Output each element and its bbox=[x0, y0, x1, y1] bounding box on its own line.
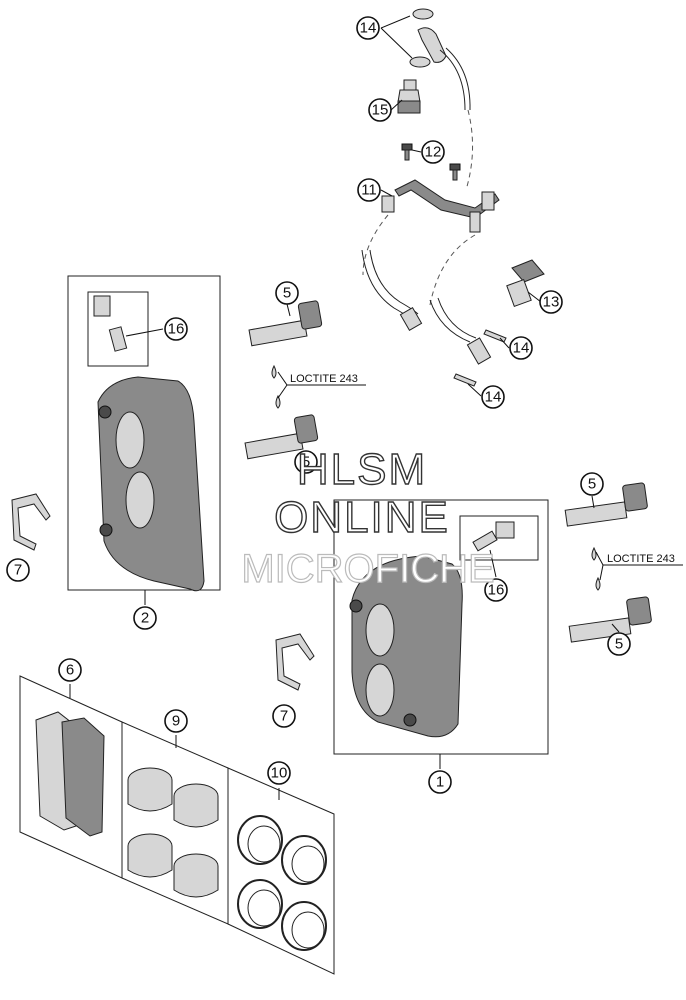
screw-12 bbox=[401, 143, 461, 181]
caliper-box-left bbox=[67, 275, 221, 591]
callout-10: 10 bbox=[267, 761, 291, 785]
callout-6: 6 bbox=[58, 658, 82, 682]
washer-top bbox=[412, 8, 434, 20]
washer-lower bbox=[409, 56, 431, 68]
svg-text:15: 15 bbox=[372, 102, 389, 119]
svg-text:5: 5 bbox=[588, 476, 596, 493]
watermark-line-3: MICROFICHE bbox=[241, 547, 494, 591]
callout-12: 12 bbox=[421, 140, 445, 164]
hose-upper bbox=[439, 49, 466, 111]
banjo-bolt-15 bbox=[397, 79, 421, 114]
caliper-bolt-upper-left bbox=[248, 300, 323, 347]
svg-text:10: 10 bbox=[271, 765, 288, 782]
callout-15: 15 bbox=[368, 98, 392, 122]
svg-text:16: 16 bbox=[488, 582, 505, 599]
pad-spring-right bbox=[275, 633, 315, 691]
svg-text:14: 14 bbox=[485, 389, 502, 406]
caliper-bolt-lower-right bbox=[568, 596, 652, 643]
caliper-box-right bbox=[333, 499, 549, 755]
svg-text:5: 5 bbox=[302, 454, 310, 471]
bleeder-box-right bbox=[459, 515, 539, 561]
caliper-bolt-upper-right bbox=[564, 482, 648, 527]
pad-spring-left bbox=[11, 493, 51, 551]
bleeder-valve-right bbox=[472, 521, 515, 552]
spring-clip-14a bbox=[483, 329, 507, 343]
hose-end-left bbox=[399, 307, 423, 331]
callout-13: 13 bbox=[539, 290, 563, 314]
caliper-right bbox=[349, 555, 463, 738]
callout-5-upper-right: 5 bbox=[580, 472, 604, 496]
svg-text:7: 7 bbox=[280, 708, 288, 725]
callout-16-right: 16 bbox=[484, 578, 508, 602]
bleeder-box-left bbox=[87, 291, 149, 367]
bleeder-valve-left bbox=[93, 295, 128, 352]
svg-text:2: 2 bbox=[141, 610, 149, 627]
hose-left bbox=[361, 249, 413, 321]
loctite-note-left: LOCTITE 243 bbox=[290, 373, 358, 385]
svg-text:9: 9 bbox=[172, 713, 180, 730]
pistons bbox=[127, 767, 219, 898]
svg-text:12: 12 bbox=[425, 144, 442, 161]
svg-text:11: 11 bbox=[361, 182, 377, 199]
callout-5-lower-right: 5 bbox=[607, 632, 631, 656]
hose-upper-dashed bbox=[465, 109, 473, 191]
loctite-drop-right-2 bbox=[595, 576, 601, 591]
callout-9: 9 bbox=[164, 709, 188, 733]
svg-text:5: 5 bbox=[615, 636, 623, 653]
svg-text:7: 7 bbox=[14, 562, 22, 579]
caliper-left bbox=[97, 376, 205, 592]
spring-clip-14b bbox=[453, 373, 477, 387]
svg-text:14: 14 bbox=[360, 20, 377, 37]
callout-5-lower-left: 5 bbox=[294, 450, 318, 474]
brake-pads bbox=[35, 711, 105, 837]
callout-7-right: 7 bbox=[272, 704, 296, 728]
caliper-bolt-lower-left bbox=[244, 414, 319, 460]
watermark-line-2: ONLINE bbox=[274, 493, 450, 542]
loctite-note-right: LOCTITE 243 bbox=[607, 553, 675, 565]
svg-text:14: 14 bbox=[513, 340, 530, 357]
callout-14-top: 14 bbox=[356, 16, 380, 40]
hose-right bbox=[429, 299, 471, 343]
callout-14-middle: 14 bbox=[509, 336, 533, 360]
leader-lines bbox=[69, 15, 683, 800]
svg-text:6: 6 bbox=[66, 662, 74, 679]
seal-rings bbox=[237, 815, 327, 951]
svg-text:5: 5 bbox=[283, 285, 291, 302]
callout-11: 11 bbox=[357, 178, 381, 202]
loctite-drop-left-2 bbox=[275, 394, 281, 409]
banjo-bolt-13 bbox=[506, 259, 545, 308]
watermark-line-1: HLSM bbox=[297, 445, 427, 494]
svg-text:1: 1 bbox=[436, 774, 444, 791]
callout-5-upper-left: 5 bbox=[275, 281, 299, 305]
callout-14-lower: 14 bbox=[481, 385, 505, 409]
callout-7-left: 7 bbox=[6, 558, 30, 582]
loctite-drop-left-1 bbox=[271, 364, 277, 379]
loctite-drop-right-1 bbox=[591, 546, 597, 561]
svg-text:13: 13 bbox=[543, 294, 560, 311]
hose-end-right bbox=[466, 337, 492, 365]
callout-2: 2 bbox=[133, 606, 157, 630]
brake-line-assembly bbox=[361, 8, 545, 387]
kit-box-seals bbox=[227, 767, 335, 975]
callout-16-left: 16 bbox=[164, 317, 188, 341]
hose-bracket-11 bbox=[381, 179, 500, 233]
svg-text:16: 16 bbox=[168, 321, 185, 338]
callout-1: 1 bbox=[428, 770, 452, 794]
